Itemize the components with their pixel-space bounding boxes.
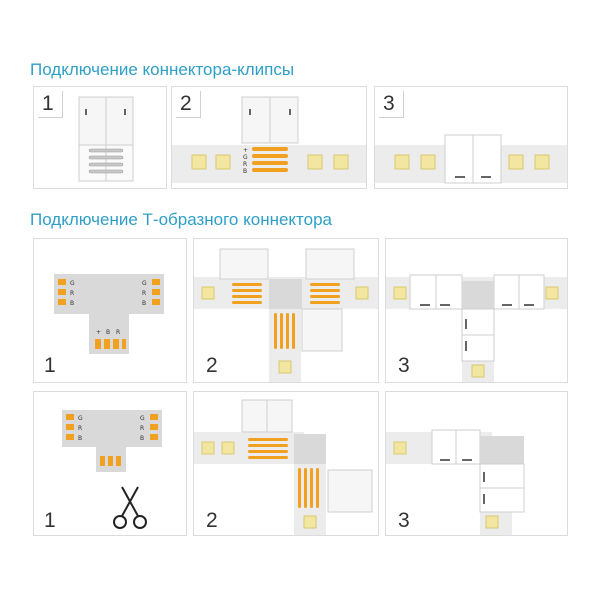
pin-label-b: B [70,300,74,307]
step-number: 2 [206,354,218,377]
clip-step-3-panel: 3 [374,86,568,189]
t-connector-closed-illustration [386,274,567,382]
pin-label-b: B [106,329,110,336]
t-connector-board-illustration: G R B G R B + B R [54,274,164,354]
pin-label-g: G [70,280,75,287]
pin-label-r: R [70,290,74,297]
pin-label-g: G [243,154,248,161]
t-connector-strip-illustration [194,248,378,382]
t-connector-cut-illustration: G R B G R B [62,410,162,529]
pin-label-g: G [78,415,83,422]
step-number: 3 [379,91,404,118]
pin-label-r: R [142,290,146,297]
clip-connector-closed-illustration [375,134,567,184]
pin-label-r: R [78,425,82,432]
heading-t-connector: Подключение Т-образного коннектора [30,210,333,229]
l-step-2-panel: 2 [193,391,379,536]
pin-label-r: R [140,425,144,432]
pin-label-plus: + [243,147,248,154]
step-number: 2 [176,91,201,118]
t-step-2-panel: 2 [193,238,379,383]
clip-connector-strip-illustration: + G R B [172,96,366,183]
step-number: 1 [44,509,56,532]
heading-clip-connector: Подключение коннектора-клипсы [30,60,295,79]
pin-label-b: B [142,300,146,307]
step-number: 2 [206,509,218,532]
pin-label-b: B [78,435,82,442]
step-number: 1 [44,354,56,377]
pin-label-r: R [116,329,120,336]
step-number: 3 [398,509,410,532]
t-step-1-panel: 1 G R B G R B + B R [33,238,187,383]
t-step-3-panel: 3 [385,238,568,383]
pin-label-plus: + [96,329,101,336]
clip-step-2-panel: 2 + G R B [171,86,367,189]
step-number: 1 [38,91,63,118]
l-step-3-panel: 3 [385,391,568,536]
pin-label-g: G [140,415,145,422]
step-number: 3 [398,354,410,377]
l-step-1-panel: 1 G R B G R B [33,391,187,536]
pin-label-r: R [243,161,247,168]
pin-label-b: B [243,168,247,175]
pin-label-b: B [140,435,144,442]
clip-connector-open-illustration [78,96,134,182]
l-connector-strip-illustration [194,399,373,535]
clip-step-1-panel: 1 [33,86,167,189]
pin-label-g: G [142,280,147,287]
scissors-icon [113,486,147,529]
led-chip [191,154,349,170]
l-connector-closed-illustration [386,429,525,535]
